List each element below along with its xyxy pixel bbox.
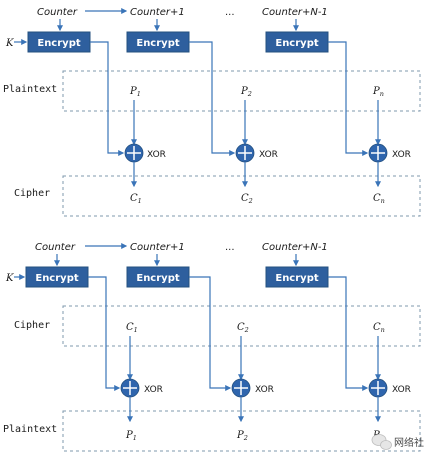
xor-n <box>368 378 388 398</box>
cipher-region-label: Cipher <box>14 320 50 331</box>
keystream-path-1 <box>88 276 121 391</box>
keystream-path-2 <box>189 41 236 156</box>
plaintext-p2: P2 <box>236 430 248 442</box>
cipher-c2: C2 <box>237 322 249 334</box>
counter-label-2: Counter+1 <box>130 7 185 18</box>
xor-1 <box>120 378 140 398</box>
watermark: 网络社 <box>371 434 424 450</box>
xor-label-2: XOR <box>255 385 274 395</box>
xor-label-n: XOR <box>392 385 411 395</box>
keystream-path-2 <box>189 276 232 391</box>
encrypt-label-n: Encrypt <box>275 273 318 284</box>
plaintext-pn: Pn <box>372 86 384 98</box>
counter-ellipsis: ... <box>225 7 235 18</box>
cipher-c1: C1 <box>126 322 138 334</box>
keystream-path-n <box>328 276 369 391</box>
plaintext-p2: P2 <box>240 86 252 98</box>
encrypt-label-1: Encrypt <box>35 273 78 284</box>
xor-n <box>368 143 388 163</box>
xor-label-n: XOR <box>392 150 411 160</box>
xor-label-2: XOR <box>259 150 278 160</box>
encrypt-label-1: Encrypt <box>37 38 80 49</box>
xor-2 <box>235 143 255 163</box>
wechat-icon <box>371 434 392 450</box>
counter-ellipsis: ... <box>225 242 235 253</box>
cipher-c2: C2 <box>241 193 253 205</box>
plaintext-region-label: Plaintext <box>3 424 57 435</box>
encrypt-label-2: Encrypt <box>136 38 179 49</box>
cipher-region <box>62 305 421 347</box>
cipher-cn: Cn <box>373 322 385 334</box>
cipher-c1: C1 <box>130 193 142 205</box>
watermark-text: 网络社 <box>394 436 424 449</box>
plaintext-region-label: Plaintext <box>3 84 57 95</box>
cipher-region <box>62 175 421 217</box>
xor-1 <box>124 143 144 163</box>
keystream-path-n <box>328 41 369 156</box>
counter-label-1: Counter <box>35 242 76 253</box>
counter-label-n: Counter+N-1 <box>262 7 328 18</box>
encrypt-label-2: Encrypt <box>136 273 179 284</box>
counter-label-2: Counter+1 <box>130 242 185 253</box>
cipher-region-label: Cipher <box>14 188 50 199</box>
xor-label-1: XOR <box>144 385 163 395</box>
plaintext-region <box>62 410 421 452</box>
plaintext-region <box>62 70 421 112</box>
encryption-diagram: Counter Counter+1 ... Counter+N-1 K Encr… <box>3 7 421 217</box>
keystream-path-1 <box>90 41 125 156</box>
xor-label-1: XOR <box>147 150 166 160</box>
encrypt-label-n: Encrypt <box>275 38 318 49</box>
counter-label-n: Counter+N-1 <box>262 242 328 253</box>
key-label: K <box>5 38 14 49</box>
counter-label-1: Counter <box>37 7 78 18</box>
plaintext-p1: P1 <box>125 430 137 442</box>
decryption-diagram: Counter Counter+1 ... Counter+N-1 K Encr… <box>3 242 421 452</box>
cipher-cn: Cn <box>373 193 385 205</box>
key-label: K <box>5 273 14 284</box>
xor-2 <box>231 378 251 398</box>
plaintext-p1: P1 <box>129 86 141 98</box>
